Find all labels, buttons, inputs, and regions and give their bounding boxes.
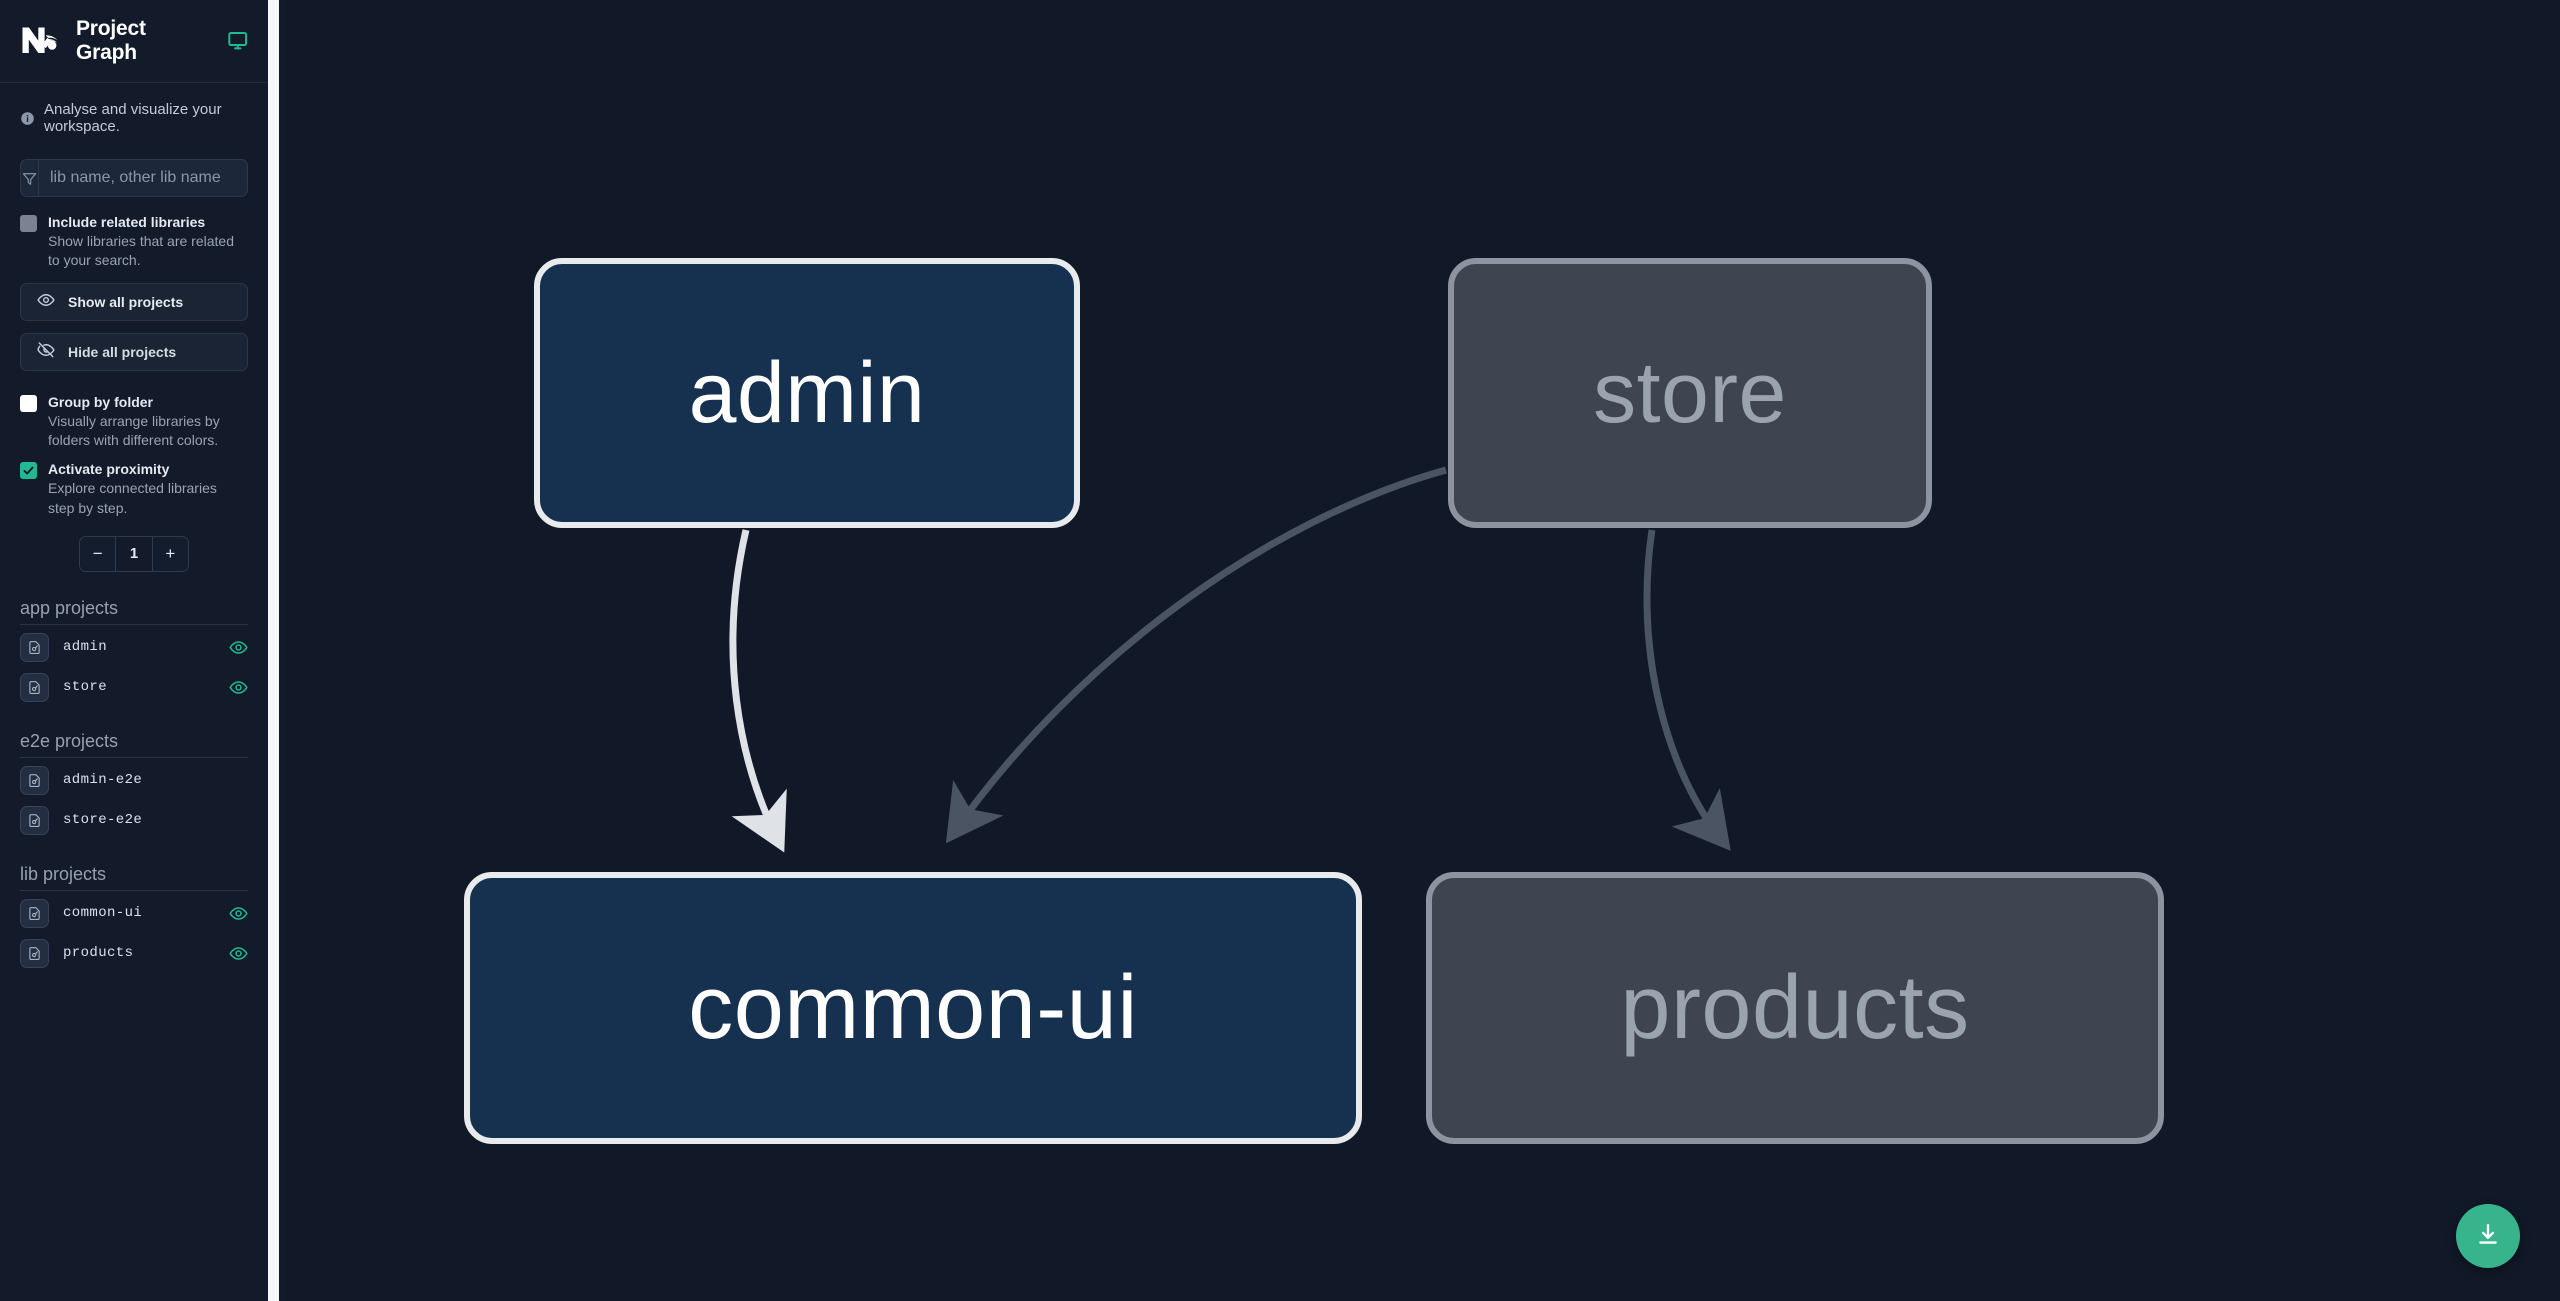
- checkbox-include-related-libraries[interactable]: [20, 215, 37, 232]
- option-title: Group by folder: [48, 393, 153, 410]
- group-heading-app-projects: app projects: [20, 598, 248, 625]
- project-file-icon: [20, 632, 49, 662]
- option-title: Activate proximity: [48, 461, 170, 478]
- option-description: Visually arrange libraries by folders wi…: [48, 412, 220, 448]
- option-activate-proximity[interactable]: Activate proximity Explore connected lib…: [0, 450, 268, 518]
- project-row-products[interactable]: products: [20, 936, 248, 971]
- hide-all-projects-button[interactable]: Hide all projects: [20, 332, 248, 371]
- edge-admin-to-common-ui: [729, 529, 787, 853]
- project-name: admin-e2e: [63, 772, 143, 789]
- graph-node-products[interactable]: products: [1426, 872, 2164, 1144]
- hide-all-projects-label: Hide all projects: [68, 343, 177, 360]
- proximity-stepper[interactable]: − 1 +: [79, 535, 189, 572]
- sidebar-header: Project Graph: [0, 0, 268, 83]
- project-name: products: [63, 945, 134, 962]
- graph-node-admin[interactable]: admin: [534, 258, 1080, 528]
- project-row-admin[interactable]: admin: [20, 630, 248, 665]
- checkbox-activate-proximity[interactable]: [20, 462, 37, 480]
- graph-node-common-ui[interactable]: common-ui: [464, 872, 1362, 1144]
- eye-icon[interactable]: [229, 904, 248, 923]
- sidebar-tagline: Analyse and visualize your workspace.: [0, 83, 268, 143]
- option-include-related-libraries[interactable]: Include related libraries Show libraries…: [0, 197, 268, 271]
- project-file-icon: [20, 938, 49, 968]
- project-file-icon: [20, 672, 49, 702]
- project-name: store: [63, 679, 108, 696]
- graph-edges: [729, 466, 1731, 853]
- eye-icon[interactable]: [229, 678, 248, 697]
- project-name: common-ui: [63, 905, 143, 922]
- graph-node-store[interactable]: store: [1448, 258, 1932, 528]
- search-field[interactable]: [20, 159, 268, 197]
- option-title: Include related libraries: [48, 214, 206, 230]
- tagline-text: Analyse and visualize your workspace.: [44, 101, 222, 135]
- filter-icon: [21, 160, 39, 196]
- project-file-icon: [20, 898, 49, 928]
- project-file-icon: [20, 765, 49, 795]
- project-file-icon: [20, 805, 49, 835]
- group-heading-e2e-projects: e2e projects: [20, 731, 248, 758]
- info-icon: [20, 111, 35, 126]
- proximity-increment-button[interactable]: +: [152, 536, 188, 571]
- download-icon: [2475, 1222, 2501, 1251]
- nx-logo: [20, 23, 62, 59]
- edge-store-to-products: [1643, 529, 1731, 851]
- checkbox-group-by-folder[interactable]: [20, 394, 37, 412]
- eye-off-icon: [37, 341, 55, 362]
- graph-node-label: common-ui: [688, 958, 1138, 1058]
- eye-icon: [37, 291, 55, 312]
- search-input[interactable]: [39, 169, 268, 187]
- project-row-admin-e2e[interactable]: admin-e2e: [20, 763, 248, 798]
- proximity-decrement-button[interactable]: −: [80, 536, 116, 571]
- project-row-store-e2e[interactable]: store-e2e: [20, 803, 248, 838]
- project-name: admin: [63, 639, 108, 656]
- project-row-common-ui[interactable]: common-ui: [20, 896, 248, 931]
- option-group-by-folder[interactable]: Group by folder Visually arrange librari…: [0, 371, 268, 451]
- show-all-projects-label: Show all projects: [68, 293, 184, 310]
- option-description: Show libraries that are related to your …: [48, 233, 234, 269]
- sidebar-divider: [268, 0, 279, 1301]
- edge-store-to-common-ui: [945, 466, 1447, 844]
- graph-node-label: store: [1593, 345, 1787, 441]
- group-heading-lib-projects: lib projects: [20, 864, 248, 891]
- page-title: Project Graph: [76, 17, 146, 64]
- proximity-value: 1: [115, 536, 153, 571]
- download-graph-button[interactable]: [2456, 1204, 2520, 1268]
- graph-node-label: products: [1620, 958, 1970, 1058]
- monitor-icon[interactable]: [227, 30, 248, 52]
- graph-canvas[interactable]: admin store common-ui products: [286, 0, 2560, 1301]
- sidebar-spacer: [0, 971, 268, 1301]
- eye-icon[interactable]: [229, 638, 248, 657]
- check-icon: [23, 466, 34, 475]
- graph-node-label: admin: [688, 345, 926, 441]
- eye-icon[interactable]: [229, 944, 248, 963]
- show-all-projects-button[interactable]: Show all projects: [20, 282, 248, 321]
- project-row-store[interactable]: store: [20, 670, 248, 705]
- option-description: Explore connected libraries step by step…: [48, 480, 217, 516]
- project-name: store-e2e: [63, 812, 143, 829]
- sidebar: Project Graph Analyse and visualize your…: [0, 0, 268, 1301]
